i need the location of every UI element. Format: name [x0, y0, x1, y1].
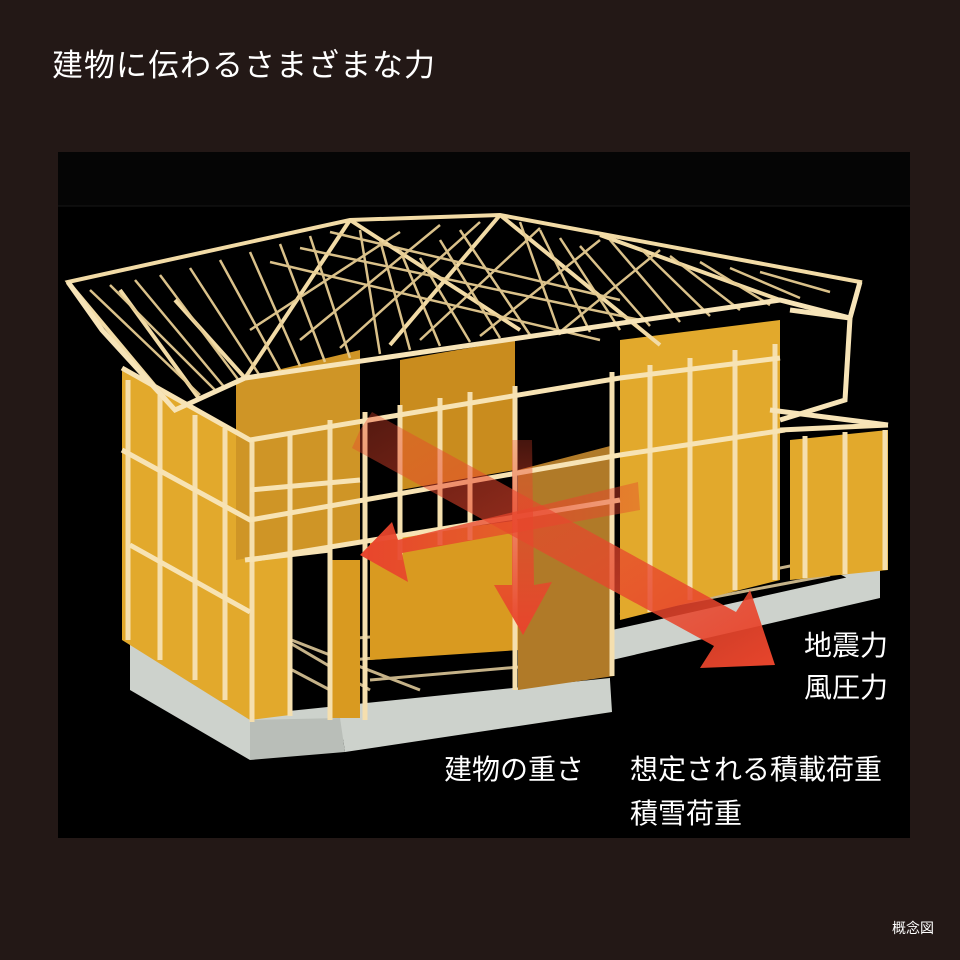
wall-studs: [125, 344, 888, 722]
vertical-load-arrow: [494, 440, 552, 635]
concept-note: 概念図: [892, 921, 934, 937]
force-arrows: [352, 412, 775, 668]
horizontal-force-arrow: [360, 482, 640, 582]
building-weight-label: 建物の重さ: [444, 753, 585, 786]
seismic-wind-arrow: [352, 412, 775, 668]
live-load-label: 想定される積載荷重: [630, 753, 883, 786]
wind-pressure-label: 風圧力: [804, 671, 889, 704]
snow-load-label: 積雪荷重: [630, 797, 743, 830]
seismic-force-label: 地震力: [804, 629, 889, 662]
page-title: 建物に伝わるさまざまな力: [52, 48, 436, 84]
diagram-panel: 地震力 風圧力 建物の重さ 想定される積載荷重 積雪荷重: [58, 152, 910, 838]
house-frame-illustration: [58, 152, 910, 760]
